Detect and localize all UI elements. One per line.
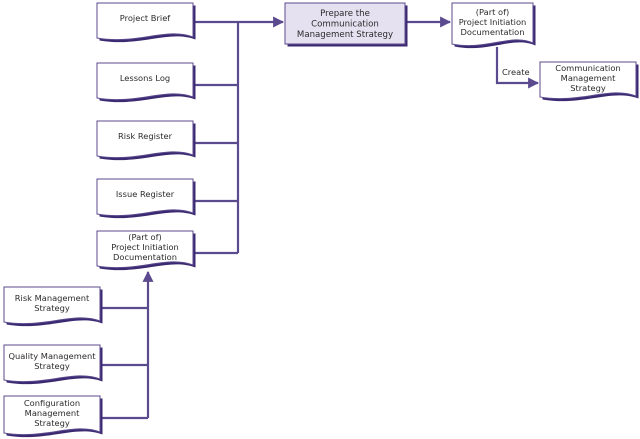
communication-management-strategy-label-line: Strategy xyxy=(570,83,606,93)
risk-management-strategy-label-line: Strategy xyxy=(34,303,70,313)
risk-management-strategy-shape xyxy=(3,286,101,325)
pid-input-shape xyxy=(96,230,194,269)
quality-management-strategy-label-line: Strategy xyxy=(34,361,70,371)
communication-management-strategy-label-line: Communication xyxy=(555,63,620,73)
issue-register-document: Issue Register xyxy=(96,178,196,219)
prepare-process-label-line: Management Strategy xyxy=(297,30,393,40)
lessons-log-shape xyxy=(96,62,194,101)
configuration-management-strategy-shape xyxy=(3,395,101,436)
communication-management-strategy-label-line: Management xyxy=(561,73,616,83)
configuration-management-strategy-label-line: Management xyxy=(25,408,80,418)
project-brief-shape xyxy=(96,2,194,41)
prepare-process-label-line: Prepare the xyxy=(320,9,370,19)
quality-management-strategy-label-line: Quality Management xyxy=(9,351,97,361)
communication-management-strategy-shape xyxy=(539,61,637,100)
pid-output-label-line: (Part of) xyxy=(476,7,510,17)
risk-register-document: Risk Register xyxy=(96,120,196,161)
configuration-management-strategy-label-line: Strategy xyxy=(34,418,70,428)
configuration-management-strategy-label-line: Configuration xyxy=(24,398,80,408)
pid-output-shape xyxy=(451,2,534,47)
pid-output-label-line: Documentation xyxy=(461,27,525,37)
pid-input-label-line: Project Initiation xyxy=(111,242,179,252)
arrow-create xyxy=(495,47,540,89)
quality-management-strategy-shape xyxy=(3,344,101,383)
create-label: Create xyxy=(502,67,530,77)
pid-input-label-line: Documentation xyxy=(113,252,177,262)
risk-register-label-line: Risk Register xyxy=(118,131,173,141)
risk-management-strategy-label-line: Risk Management xyxy=(15,293,90,303)
lessons-log-label-line: Lessons Log xyxy=(120,73,170,83)
prepare-process-label-line: Communication xyxy=(311,20,379,30)
issue-register-label-line: Issue Register xyxy=(116,189,175,199)
project-brief-label-line: Project Brief xyxy=(120,13,172,23)
issue-register-shape xyxy=(96,178,194,217)
lessons-log-document: Lessons Log xyxy=(96,62,196,103)
pid-output-label-line: Project Initiation xyxy=(459,17,527,27)
prepare-process-shape xyxy=(284,2,406,45)
project-brief-document: Project Brief xyxy=(96,2,196,43)
pid-input-label-line: (Part of) xyxy=(128,232,162,242)
connectors xyxy=(100,16,540,420)
risk-register-shape xyxy=(96,120,194,159)
